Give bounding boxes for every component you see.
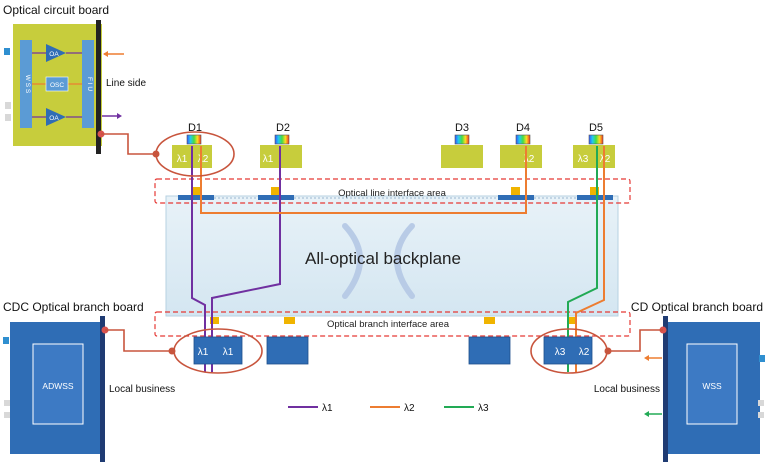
degree-d5[interactable]: D5 λ3 λ2 xyxy=(573,122,615,168)
svg-text:D4: D4 xyxy=(516,122,530,134)
oa-top-icon xyxy=(46,44,66,62)
svg-text:λ1: λ1 xyxy=(322,403,333,414)
line-side-label: Line side xyxy=(106,78,146,89)
svg-text:D3: D3 xyxy=(455,122,469,134)
svg-text:λ3: λ3 xyxy=(555,347,566,358)
backplane-cross-icon xyxy=(342,223,415,299)
svg-text:λ2: λ2 xyxy=(404,403,415,414)
svg-text:ADWSS: ADWSS xyxy=(42,381,74,391)
cdc-board-title: CDC Optical branch board xyxy=(3,300,144,314)
line-interface-area xyxy=(154,178,631,204)
line-ports xyxy=(191,187,599,195)
wss-module[interactable] xyxy=(20,40,32,128)
cdc-board-link xyxy=(105,329,170,352)
svg-text:OSC: OSC xyxy=(50,82,64,89)
svg-text:F I U: F I U xyxy=(86,77,93,91)
legend-lambda2: λ2 xyxy=(370,403,415,414)
degree-d3[interactable]: D3 xyxy=(441,122,483,168)
svg-text:D5: D5 xyxy=(589,122,603,134)
svg-text:OA: OA xyxy=(49,115,59,122)
cd-board[interactable]: WSS xyxy=(663,316,765,462)
branch-interface-area xyxy=(154,311,631,337)
legend-lambda3: λ3 xyxy=(444,403,489,414)
svg-text:W S S: W S S xyxy=(24,75,31,94)
lambda1-path-b xyxy=(211,146,281,372)
branch-interface-label: Optical branch interface area xyxy=(327,319,450,330)
lambda2-path-a xyxy=(200,146,527,214)
backplane-title: All-optical backplane xyxy=(305,249,461,268)
svg-text:D2: D2 xyxy=(276,122,290,134)
svg-text:λ2: λ2 xyxy=(524,154,535,165)
circuit-board-title: Optical circuit board xyxy=(3,3,109,17)
cd-board-title: CD Optical branch board xyxy=(631,300,763,314)
svg-text:λ2: λ2 xyxy=(600,154,611,165)
circuit-board[interactable]: W S S F I U OA OSC OA xyxy=(4,20,102,154)
svg-text:λ1: λ1 xyxy=(198,347,209,358)
branch-module-3[interactable] xyxy=(468,336,511,365)
svg-text:D1: D1 xyxy=(188,122,202,134)
svg-text:λ1: λ1 xyxy=(223,347,234,358)
cd-local-business: Local business xyxy=(594,384,660,395)
svg-text:λ2: λ2 xyxy=(579,347,590,358)
svg-text:λ3: λ3 xyxy=(578,154,589,165)
fiu-module[interactable] xyxy=(82,40,94,128)
svg-text:λ3: λ3 xyxy=(478,403,489,414)
backplane-panel xyxy=(165,195,619,317)
oa-bottom-icon xyxy=(46,108,66,126)
line-interface-label: Optical line interface area xyxy=(338,188,446,199)
svg-text:λ1: λ1 xyxy=(177,154,188,165)
branch-module-left[interactable]: λ1 λ1 xyxy=(193,336,243,365)
legend: λ1 λ2 λ3 xyxy=(288,403,489,414)
branch-ports xyxy=(210,317,577,324)
cd-board-link xyxy=(610,329,663,352)
svg-text:λ2: λ2 xyxy=(198,154,209,165)
branch-module-2[interactable] xyxy=(266,336,309,365)
svg-text:OA: OA xyxy=(49,51,59,58)
cdc-board[interactable]: ADWSS xyxy=(3,316,105,462)
degree-d4[interactable]: D4 λ2 xyxy=(500,122,542,168)
cdc-local-business: Local business xyxy=(109,384,175,395)
line-connectors xyxy=(178,195,613,200)
svg-text:λ1: λ1 xyxy=(263,154,274,165)
circuit-board-link xyxy=(101,133,156,155)
osc-module[interactable] xyxy=(45,76,69,92)
legend-lambda1: λ1 xyxy=(288,403,333,414)
branch-module-right[interactable]: λ3 λ2 xyxy=(543,336,593,365)
svg-text:WSS: WSS xyxy=(702,381,722,391)
